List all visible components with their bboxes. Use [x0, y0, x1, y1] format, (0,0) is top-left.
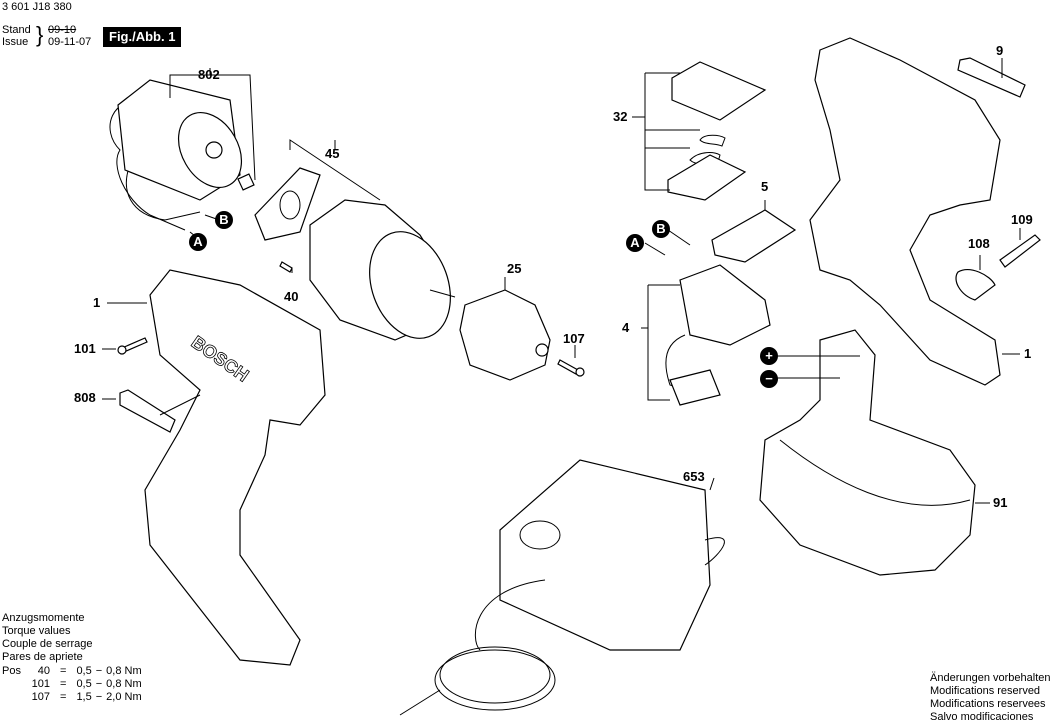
- screw-107-part: [558, 360, 584, 376]
- callout-32: 32: [613, 109, 628, 124]
- callout-91: 91: [993, 495, 1008, 510]
- callout-1-left: 1: [93, 295, 101, 310]
- modifications-notice-es: Salvo modificaciones: [930, 711, 1034, 723]
- document-number: 3 601 J18 380: [2, 1, 72, 13]
- label-9-part: [958, 58, 1025, 97]
- modifications-notice-fr: Modifications reservees: [930, 698, 1046, 710]
- torque-dash: −: [95, 678, 103, 690]
- torque-pos: 40: [37, 665, 50, 677]
- torque-max: 0,8 Nm: [106, 665, 142, 677]
- direction-slider-part: [712, 210, 795, 262]
- old-date: 09-10: [48, 24, 77, 36]
- connector-b-marker-right: B: [652, 220, 670, 238]
- right-housing-part: [810, 38, 1000, 385]
- callout-40: 40: [284, 289, 299, 304]
- callout-5: 5: [761, 179, 769, 194]
- callout-1-right: 1: [1024, 346, 1032, 361]
- torque-eq: =: [60, 665, 67, 677]
- issue-label: Issue: [2, 36, 29, 48]
- torque-max: 2,0 Nm: [106, 691, 142, 703]
- torque-dash: −: [95, 665, 103, 677]
- connector-b-marker: B: [215, 211, 233, 229]
- left-housing-part: BOSCH: [145, 270, 325, 665]
- callout-25: 25: [507, 261, 522, 276]
- charger-part: [400, 460, 724, 715]
- leader-lines: [102, 58, 1020, 503]
- screw-101-part: [118, 338, 147, 354]
- callout-108: 108: [968, 236, 990, 251]
- torque-title-en: Torque values: [2, 625, 71, 637]
- torque-min: 1,5: [76, 691, 92, 703]
- callout-107: 107: [563, 331, 585, 346]
- torque-pos-label: Pos: [2, 665, 21, 677]
- modifications-notice-de: Änderungen vorbehalten: [930, 672, 1051, 684]
- brace-icon: }: [36, 22, 44, 47]
- torque-min: 0,5: [76, 665, 92, 677]
- callout-9: 9: [996, 43, 1004, 58]
- torque-row: 40 = 0,5 − 0,8 Nm: [30, 665, 146, 678]
- torque-eq: =: [60, 678, 67, 690]
- connector-a-marker: A: [189, 233, 207, 251]
- torque-row: 101 = 0,5 − 0,8 Nm: [30, 678, 146, 691]
- chuck-part: [460, 290, 550, 380]
- bit-part: [1000, 235, 1040, 267]
- torque-table: 40 = 0,5 − 0,8 Nm 101 = 0,5 − 0,8 Nm 107…: [30, 665, 146, 704]
- callout-109: 109: [1011, 212, 1033, 227]
- torque-dash: −: [95, 691, 103, 703]
- gear-plate-part: [255, 168, 320, 240]
- callout-802: 802: [198, 67, 220, 82]
- gearbox-part: [310, 200, 465, 350]
- bit-holder-part: [956, 270, 995, 300]
- connector-a-marker-right: A: [626, 234, 644, 252]
- screw-40-part: [280, 262, 292, 272]
- issue-date: 09-11-07: [48, 36, 92, 48]
- callout-45: 45: [325, 146, 340, 161]
- torque-eq: =: [60, 691, 67, 703]
- switch-part: [666, 265, 770, 405]
- minus-terminal-marker: −: [760, 370, 778, 388]
- torque-title-de: Anzugsmomente: [2, 612, 85, 624]
- torque-max: 0,8 Nm: [106, 678, 142, 690]
- switch-cover-part: [668, 62, 765, 200]
- torque-pos: 107: [31, 691, 50, 703]
- callout-101: 101: [74, 341, 96, 356]
- nameplate-808-part: [120, 390, 200, 432]
- torque-pos: 101: [31, 678, 50, 690]
- torque-min: 0,5: [76, 678, 92, 690]
- callout-808: 808: [74, 390, 96, 405]
- figure-label: Fig./Abb. 1: [103, 27, 182, 47]
- modifications-notice-en: Modifications reserved: [930, 685, 1041, 697]
- torque-title-es: Pares de apriete: [2, 651, 83, 663]
- battery-part: [760, 330, 975, 575]
- callout-4: 4: [622, 320, 630, 335]
- callout-653: 653: [683, 469, 705, 484]
- torque-row: 107 = 1,5 − 2,0 Nm: [30, 691, 146, 704]
- torque-title-fr: Couple de serrage: [2, 638, 93, 650]
- stand-label: Stand: [2, 24, 31, 36]
- motor-part: [110, 80, 254, 230]
- plus-terminal-marker: +: [760, 347, 778, 365]
